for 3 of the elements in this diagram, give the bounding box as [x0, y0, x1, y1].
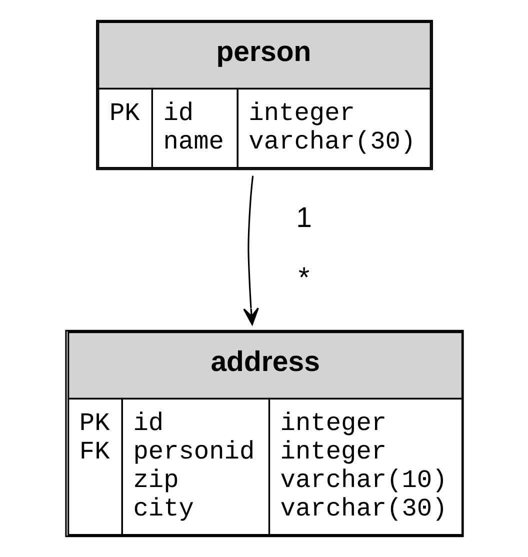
- label: *: [298, 262, 310, 294]
- label: 1: [296, 202, 312, 234]
- arrow: [242, 176, 258, 326]
